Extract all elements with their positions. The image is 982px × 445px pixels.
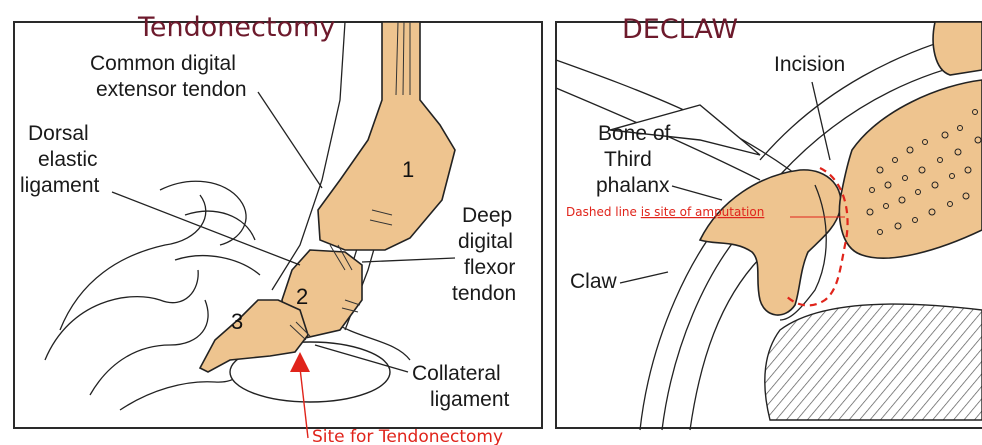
label-incision: Incision (774, 53, 845, 76)
bone-number-3: 3 (231, 309, 243, 334)
label-bone-line2: Third (604, 148, 652, 171)
declaw-panel: DECLAW Incision Bone of Third phalanx Cl… (556, 14, 982, 430)
joint-bone-top (933, 22, 982, 75)
label-dorsal-line1: Dorsal (28, 122, 89, 145)
digital-pad (765, 304, 982, 420)
label-flexor-line2: digital (458, 230, 513, 253)
left-panel-title: Tendonectomy (137, 12, 335, 43)
label-extensor-line2: extensor tendon (96, 78, 247, 101)
label-extensor-line1: Common digital (90, 52, 236, 75)
label-bone-line1: Bone of (598, 122, 671, 145)
label-bone-line3: phalanx (596, 174, 670, 197)
label-collateral-line2: ligament (430, 388, 510, 411)
tendonectomy-panel: 1 2 3 Tendonectomy Common digital extens… (14, 12, 542, 428)
label-dorsal-line2: elastic (38, 148, 98, 171)
amputation-note: Dashed line is site of amputation (566, 205, 764, 219)
amputation-note-underlined: is site of amputation (641, 205, 765, 219)
label-dorsal-line3: ligament (20, 174, 100, 197)
tendonectomy-site-label: Site for Tendonectomy (312, 427, 503, 445)
label-claw: Claw (570, 270, 618, 293)
right-panel-title: DECLAW (622, 14, 738, 45)
label-flexor-line4: tendon (452, 282, 516, 305)
label-collateral-line1: Collateral (412, 362, 501, 385)
label-flexor-line1: Deep (462, 204, 512, 227)
bone-number-1: 1 (402, 157, 414, 182)
label-flexor-line3: flexor (464, 256, 515, 279)
bone-number-2: 2 (296, 284, 308, 309)
amputation-note-prefix: Dashed line (566, 205, 641, 219)
